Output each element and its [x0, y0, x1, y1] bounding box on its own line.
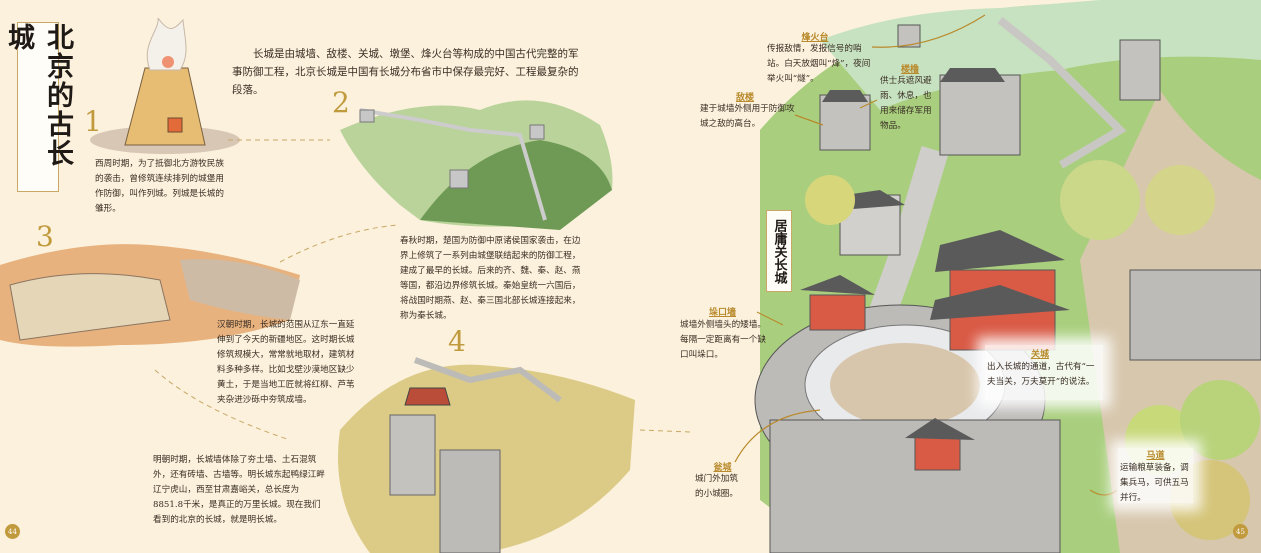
ming-wall-illustration-4 — [338, 357, 635, 553]
label-horse-path-text: 运输粮草装备，调集兵马，可供五马并行。 — [1120, 463, 1189, 503]
section-text-3: 汉朝时期，长城的范围从辽东一直延伸到了今天的新疆地区。这时期长城修筑规模大，常常… — [217, 320, 355, 405]
intro-text: 长城是由城墙、敌楼、关城、墩堡、烽火台等构成的中国古代完整的军事防御工程，北京长… — [232, 48, 579, 96]
label-watchtower-text: 建于城墙外侧用于防御攻城之敌的高台。 — [700, 104, 795, 129]
label-pass-text: 出入长城的通道，古代有“一夫当关，万夫莫开”的说法。 — [987, 362, 1095, 387]
page-number-left: 44 — [5, 524, 20, 539]
label-beacon-title: 烽火台 — [801, 33, 829, 43]
beacon-tower-illustration — [90, 17, 240, 154]
label-turret-title: 楼橹 — [900, 65, 919, 75]
label-watchtower-title: 敌楼 — [735, 93, 754, 103]
page-title-text: 北京的古长城 — [3, 23, 73, 168]
callout-lines — [734, 14, 1118, 496]
location-card-text: 居庸关长城 — [771, 218, 787, 284]
page-title: 北京的古长城 — [3, 22, 73, 192]
mountains-illustration-2 — [340, 100, 613, 230]
page-number-right: 45 — [1233, 524, 1248, 539]
location-card: 居庸关长城 — [766, 210, 792, 292]
label-barbican-text: 城门外加筑的小城圈。 — [695, 474, 738, 499]
label-pass-backdrop — [985, 345, 1103, 400]
section-number-1: 1 — [84, 105, 102, 138]
label-horse-path-backdrop — [1118, 448, 1193, 503]
label-turret-text: 供士兵遮风避雨、休息，也用来储存军用物品。 — [880, 76, 932, 131]
juyongguan-scene-illustration — [754, 0, 1261, 553]
label-beacon-text: 传报敌情，发报信号的哨站。白天放烟叫“烽”，夜间举火叫“燧”。 — [767, 44, 871, 84]
section-text-1: 西周时期，为了抵御北方游牧民族的袭击，曾修筑连续排列的城堡用作防御，叫作列城。列… — [95, 159, 224, 214]
section-number-4: 4 — [448, 325, 466, 358]
label-pass-title: 关城 — [1030, 350, 1049, 360]
label-barbican-title: 瓮城 — [713, 463, 732, 473]
label-parapet-title: 垛口墙 — [708, 308, 736, 318]
section-text-2: 春秋时期，楚国为防御中原诸侯国家袭击，在边界上修筑了一系列由城堡联结起来的防御工… — [400, 236, 581, 321]
section-number-3: 3 — [36, 220, 54, 253]
desert-wall-illustration-3 — [0, 244, 300, 347]
section-number-2: 2 — [332, 86, 350, 119]
label-horse-path-title: 马道 — [1146, 451, 1165, 461]
section-text-4: 明朝时期，长城墙体除了夯土墙、土石混筑外，还有砖墙、古墙等。明长城东起鸭绿江畔辽… — [153, 455, 325, 525]
label-parapet-text: 城墙外侧墙头的矮墙。每隔一定距离有一个缺口叫垛口。 — [680, 320, 766, 360]
